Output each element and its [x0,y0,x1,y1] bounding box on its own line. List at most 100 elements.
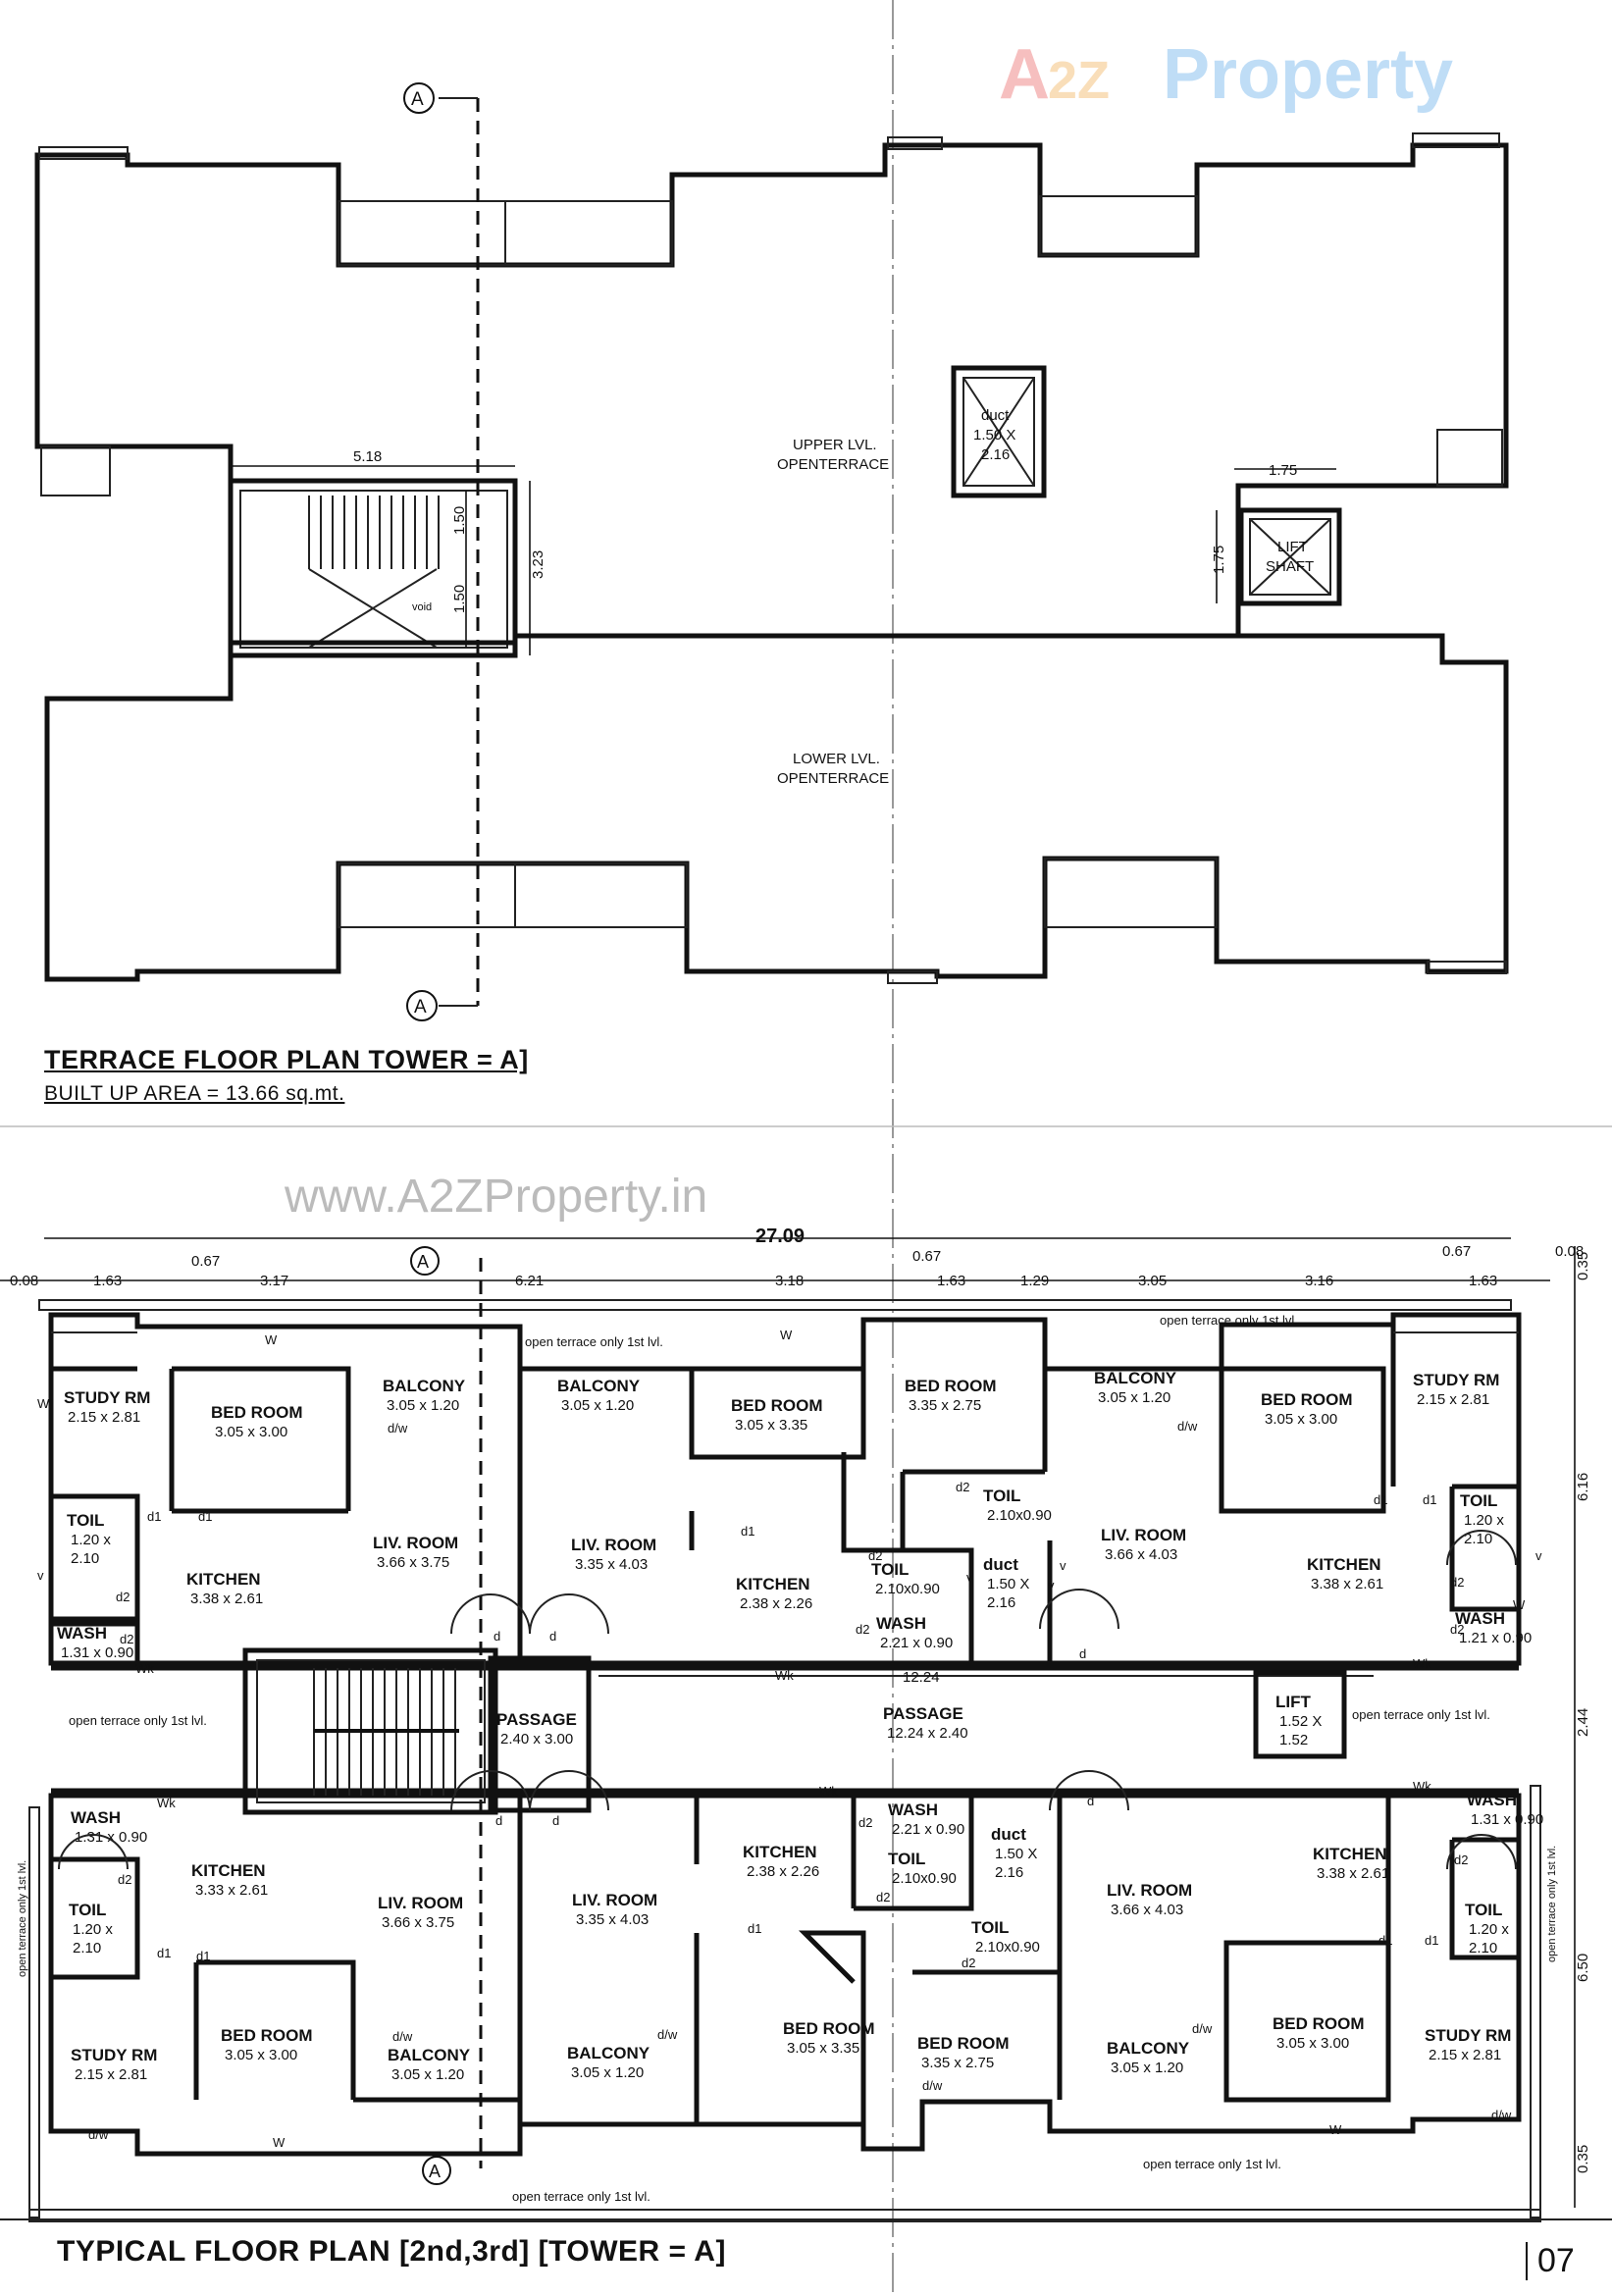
room-balc3-size: 3.05 x 1.20 [1098,1389,1170,1406]
typical-title: TYPICAL FLOOR PLAN [2nd,3rd] [TOWER = A] [57,2235,726,2268]
terrace-notch [338,862,516,928]
page-number: 07 [1526,2242,1575,2280]
room-toil4-size: 2.10 [1464,1531,1492,1547]
room-study4-size: 2.15 x 2.81 [1429,2047,1501,2063]
room-kit6-size: 3.38 x 2.61 [1317,1865,1389,1882]
duct-cross [962,377,1035,487]
duct-size-2: 2.16 [981,446,1010,463]
lower-wing-outline [48,1793,1522,2157]
door-swing [1446,1834,1517,1870]
duct-size: 1.50 X [973,427,1015,444]
room-liv6-size: 3.66 x 4.03 [1111,1902,1183,1918]
mark-wk: Wk [775,1668,794,1683]
terrace-lift-shaft [1238,507,1342,606]
room-liv5-name: LIV. ROOM [572,1891,657,1909]
room-balc1-size: 3.05 x 1.20 [387,1397,459,1414]
open-terrace-note: open terrace only 1st lvl. [512,2189,650,2204]
room-balc3-name: BALCONY [1094,1369,1177,1387]
svg-text:Property: Property [1163,35,1453,114]
terrace-plan: void duct 1.50 X 2.16 LIFT SHAFT UPPER L… [34,82,1509,1021]
mark-d2: d2 [876,1890,890,1905]
terrace-notch [1039,195,1198,256]
room-toil4-name: TOIL [1460,1491,1497,1510]
room-bed2-size: 3.05 x 3.35 [735,1417,807,1434]
section-marker [410,1246,440,1276]
mark-d1: d1 [157,1946,171,1960]
room-liv4-name: LIV. ROOM [378,1894,463,1912]
door-swing [529,1593,609,1635]
dim-label: 3.18 [775,1273,804,1289]
terrace-parapet [1412,132,1500,148]
open-terrace-note: open terrace only 1st lvl. [1352,1707,1490,1722]
terrace-stair-block [228,478,518,658]
mark-d2: d2 [1450,1622,1464,1637]
room-passage1-size: 2.40 x 3.00 [500,1731,573,1748]
parapet-left [28,1806,40,2218]
dim-label: 0.67 [912,1248,941,1265]
room-study3-name: STUDY RM [71,2046,157,2064]
room-kit5-size: 2.38 x 2.26 [747,1863,819,1880]
room-liv2-size: 3.35 x 4.03 [575,1556,648,1573]
room-wash1-size: 1.31 x 0.90 [61,1644,133,1661]
room-balc4-name: BALCONY [388,2046,471,2064]
dim-label: 6.16 [1575,1473,1591,1501]
terrace-notch [338,200,506,266]
room-bed7-name: BED ROOM [917,2034,1010,2053]
room-toil3-name: TOIL [871,1560,909,1579]
mark-wk: Wk [157,1796,176,1810]
room-wash4-size: 1.31 x 0.90 [75,1829,147,1846]
lift-cross [1249,518,1331,596]
room-balc2-size: 3.05 x 1.20 [561,1397,634,1414]
mark-wk: Wk [819,1784,838,1799]
room-study3-size: 2.15 x 2.81 [75,2066,147,2083]
watermark-logo: A 2Z Property [999,35,1453,114]
room-balc2-name: BALCONY [557,1377,641,1395]
room-toil8-size: 1.20 x [1469,1921,1509,1938]
void-cross [308,568,438,649]
mark-d2: d2 [118,1872,131,1887]
mark-d2: d2 [120,1632,133,1646]
room-study1-size: 2.15 x 2.81 [68,1409,140,1426]
open-terrace-note: open terrace only 1st lvl. [69,1713,207,1728]
room-liv1-name: LIV. ROOM [373,1534,458,1552]
room-liv5-size: 3.35 x 4.03 [576,1911,649,1928]
room-kit3-size: 3.38 x 2.61 [1311,1576,1383,1592]
room-toil4-size: 1.20 x [1464,1512,1504,1529]
void-label: void [412,601,432,613]
terrace-notch [514,862,688,928]
mark-dw: d/w [1491,2108,1512,2122]
room-toil2-size: 2.10x0.90 [987,1507,1052,1524]
mark-dw: d/w [88,2127,109,2142]
room-toil6-name: TOIL [888,1850,925,1868]
terrace-parapet [887,970,938,984]
room-bed5-size: 3.05 x 3.00 [225,2047,297,2063]
room-toil5-size: 2.10 [73,1940,101,1957]
mark-d2: d2 [856,1622,869,1637]
mark-dw: d/w [657,2027,678,2042]
room-duct1-name: duct [983,1555,1018,1574]
room-liv3-size: 3.66 x 4.03 [1105,1546,1177,1563]
mark-v: v [966,1570,973,1585]
room-wash2-name: WASH [876,1614,926,1633]
terrace-title: TERRACE FLOOR PLAN TOWER = A] [44,1045,529,1074]
mark-v: v [1535,1548,1542,1563]
room-wash5-name: WASH [888,1800,938,1819]
mark-dw: d/w [388,1421,408,1435]
svg-text:2Z: 2Z [1048,51,1110,110]
right-dim-labels: 0.356.162.446.500.35 [1575,1252,1591,2173]
open-terrace-note: open terrace only 1st lvl. [1160,1313,1298,1328]
room-wash6-size: 1.31 x 0.90 [1471,1811,1543,1828]
room-duct2-size: 2.16 [995,1864,1023,1881]
section-marker-label: A [417,1252,429,1272]
mark-dw: d/w [1192,2021,1213,2036]
mark-wk: Wk [1413,1779,1431,1794]
dim-label: 3.23 [530,550,546,579]
terrace-duct-inner [962,377,1035,487]
passage-lobby [488,1655,592,1813]
room-bed2-name: BED ROOM [731,1396,823,1415]
mark-wk: Wk [135,1661,154,1676]
door-swing [450,1593,531,1635]
room-toil1-size: 2.10 [71,1550,99,1567]
room-lift-size: 1.52 [1279,1732,1308,1748]
